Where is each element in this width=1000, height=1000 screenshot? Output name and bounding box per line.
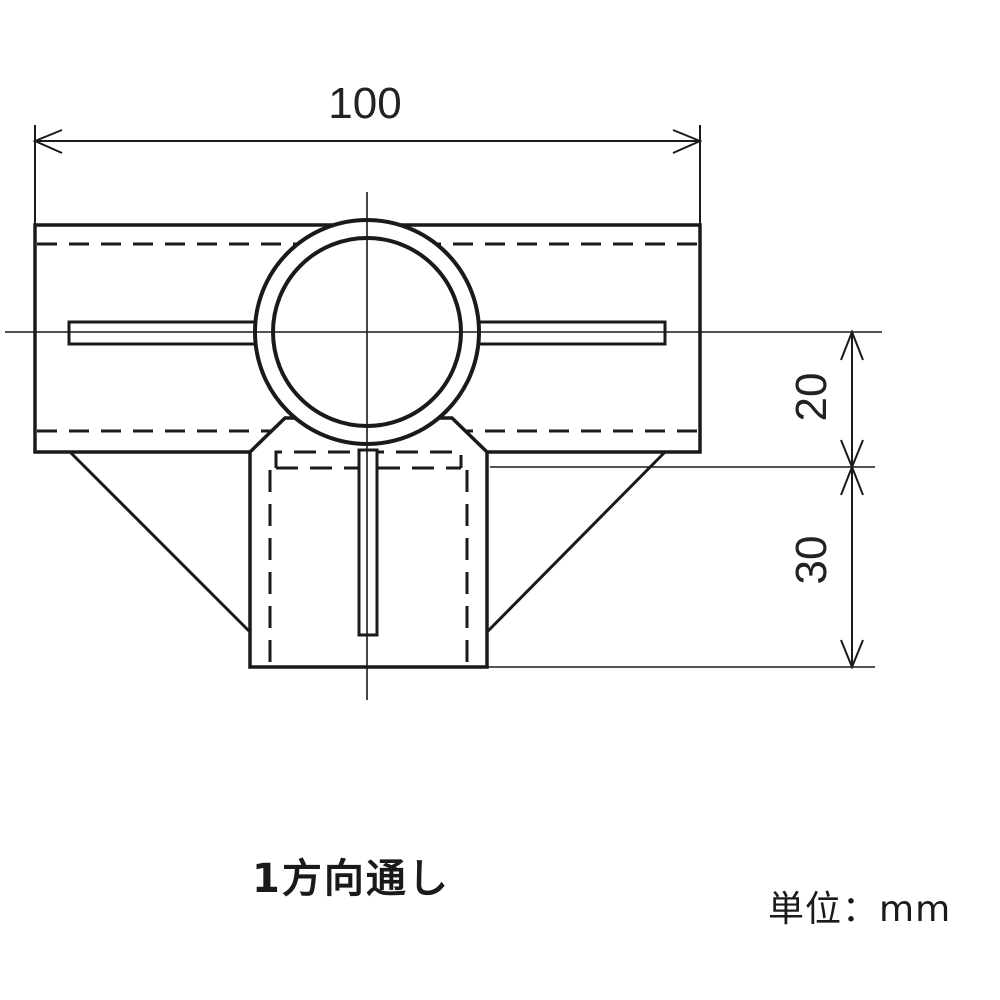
width-dimension	[32, 125, 703, 225]
right-slot	[474, 320, 667, 346]
arrow-down-icon	[840, 639, 864, 670]
arrow-left-icon	[32, 129, 63, 154]
vertical-slot	[357, 448, 379, 637]
arrow-right-icon	[672, 129, 703, 154]
left-slot	[67, 320, 261, 346]
width-dimension-label: 100	[328, 79, 401, 128]
upper-height-label: 20	[787, 373, 836, 422]
height-dimensions	[840, 329, 864, 670]
center-lines	[5, 192, 882, 700]
unit-label: 単位：mm	[768, 889, 952, 930]
arrow-up-icon	[840, 464, 864, 496]
lower-height-label: 30	[787, 536, 836, 585]
drawing-title: 1方向通し	[252, 856, 450, 902]
arrow-up-icon	[840, 329, 864, 361]
gussets	[68, 450, 667, 634]
lower-leg	[248, 416, 489, 669]
